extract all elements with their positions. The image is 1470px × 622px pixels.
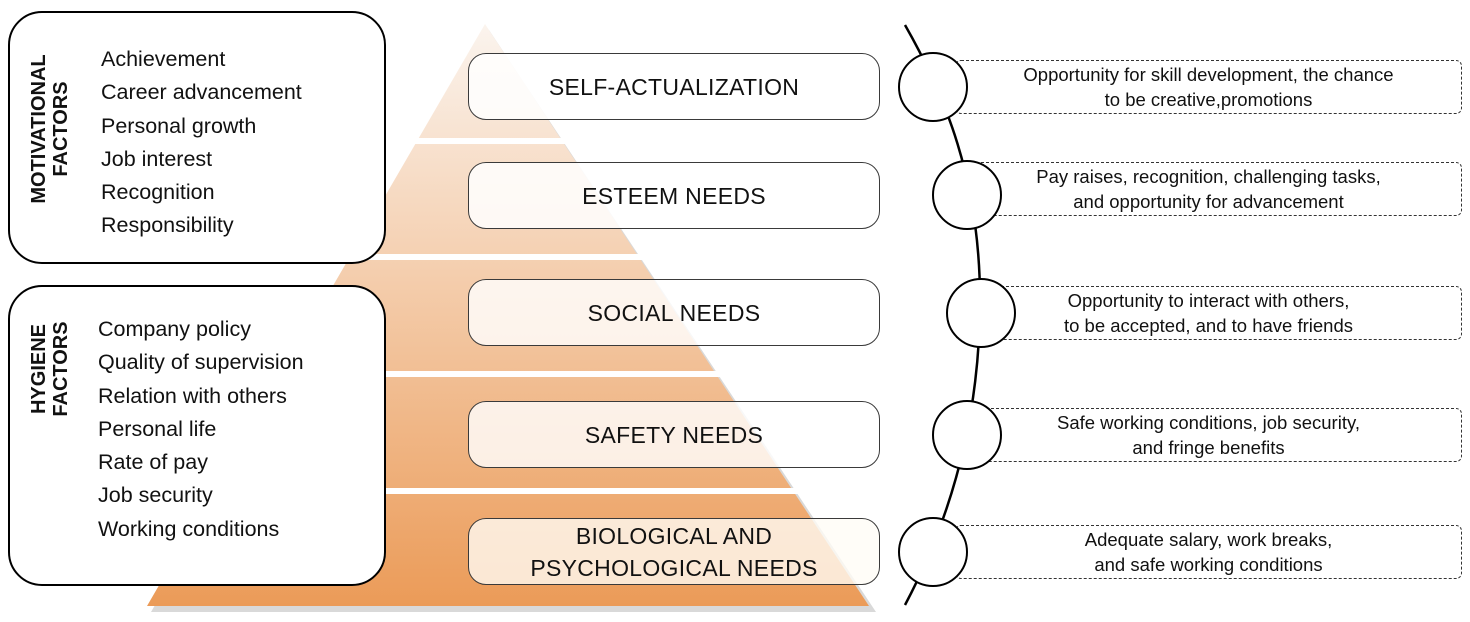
level-label-line2: PSYCHOLOGICAL NEEDS [530,554,818,581]
note-social-needs: Opportunity to interact with others, to … [955,286,1462,340]
hygiene-item: Personal life [98,416,217,441]
note-line1: Opportunity for skill development, the c… [1023,64,1394,85]
motivational-title-line1: MOTIVATIONAL [28,54,50,204]
note-safety-needs: Safe working conditions, job security, a… [955,408,1462,462]
motivational-item: Achievement [101,47,226,71]
note-line2: and safe working conditions [1094,554,1323,575]
hygiene-factors-title: HYGIENE FACTORS [28,321,72,416]
motivational-title-line2: FACTORS [50,81,72,177]
note-line1: Opportunity to interact with others, [1067,290,1350,311]
note-line2: and fringe benefits [1132,437,1285,458]
note-line1: Pay raises, recognition, challenging tas… [1036,166,1381,187]
connector-circle [898,52,968,122]
motivational-item: Recognition [101,180,215,205]
note-line2: and opportunity for advancement [1073,191,1344,212]
note-line2: to be accepted, and to have friends [1063,315,1353,336]
level-label: ESTEEM NEEDS [582,182,766,209]
motivational-factors-title: MOTIVATIONAL FACTORS [28,54,72,203]
level-label: SAFETY NEEDS [584,421,764,448]
note-biological-psychological-needs: Adequate salary, work breaks, and safe w… [955,525,1462,579]
level-biological-psychological-needs: BIOLOGICAL AND PSYCHOLOGICAL NEEDS [468,518,880,585]
hygiene-item: Rate of pay [98,450,208,475]
motivational-item: Career advancement [101,80,302,105]
level-safety-needs: SAFETY NEEDS [468,401,880,468]
level-self-actualization: SELF-ACTUALIZATION [468,53,880,120]
motivational-item: Personal growth [101,113,257,138]
hygiene-title-line1: HYGIENE [28,323,50,415]
level-social-needs: SOCIAL NEEDS [468,279,880,346]
note-esteem-needs: Pay raises, recognition, challenging tas… [955,162,1462,216]
motivational-item: Responsibility [101,213,234,238]
hygiene-title-line2: FACTORS [50,321,72,417]
hygiene-item: Job security [98,483,213,508]
connector-circle [946,278,1016,348]
connector-circle [932,160,1002,230]
hygiene-item: Relation with others [98,383,287,408]
motivational-item: Job interest [101,146,213,171]
hygiene-item: Quality of supervision [98,350,304,375]
level-label-line1: BIOLOGICAL AND [575,522,773,549]
note-self-actualization: Opportunity for skill development, the c… [955,60,1462,114]
note-line1: Adequate salary, work breaks, [1084,529,1333,550]
hygiene-item: Working conditions [98,516,280,541]
connector-circle [932,400,1002,470]
note-line2: to be creative,promotions [1104,89,1313,110]
note-line1: Safe working conditions, job security, [1056,412,1360,433]
level-label: SOCIAL NEEDS [587,299,761,326]
connector-circle [898,517,968,587]
hygiene-item: Company policy [98,317,251,341]
level-esteem-needs: ESTEEM NEEDS [468,162,880,229]
level-label: SELF-ACTUALIZATION [548,73,800,100]
